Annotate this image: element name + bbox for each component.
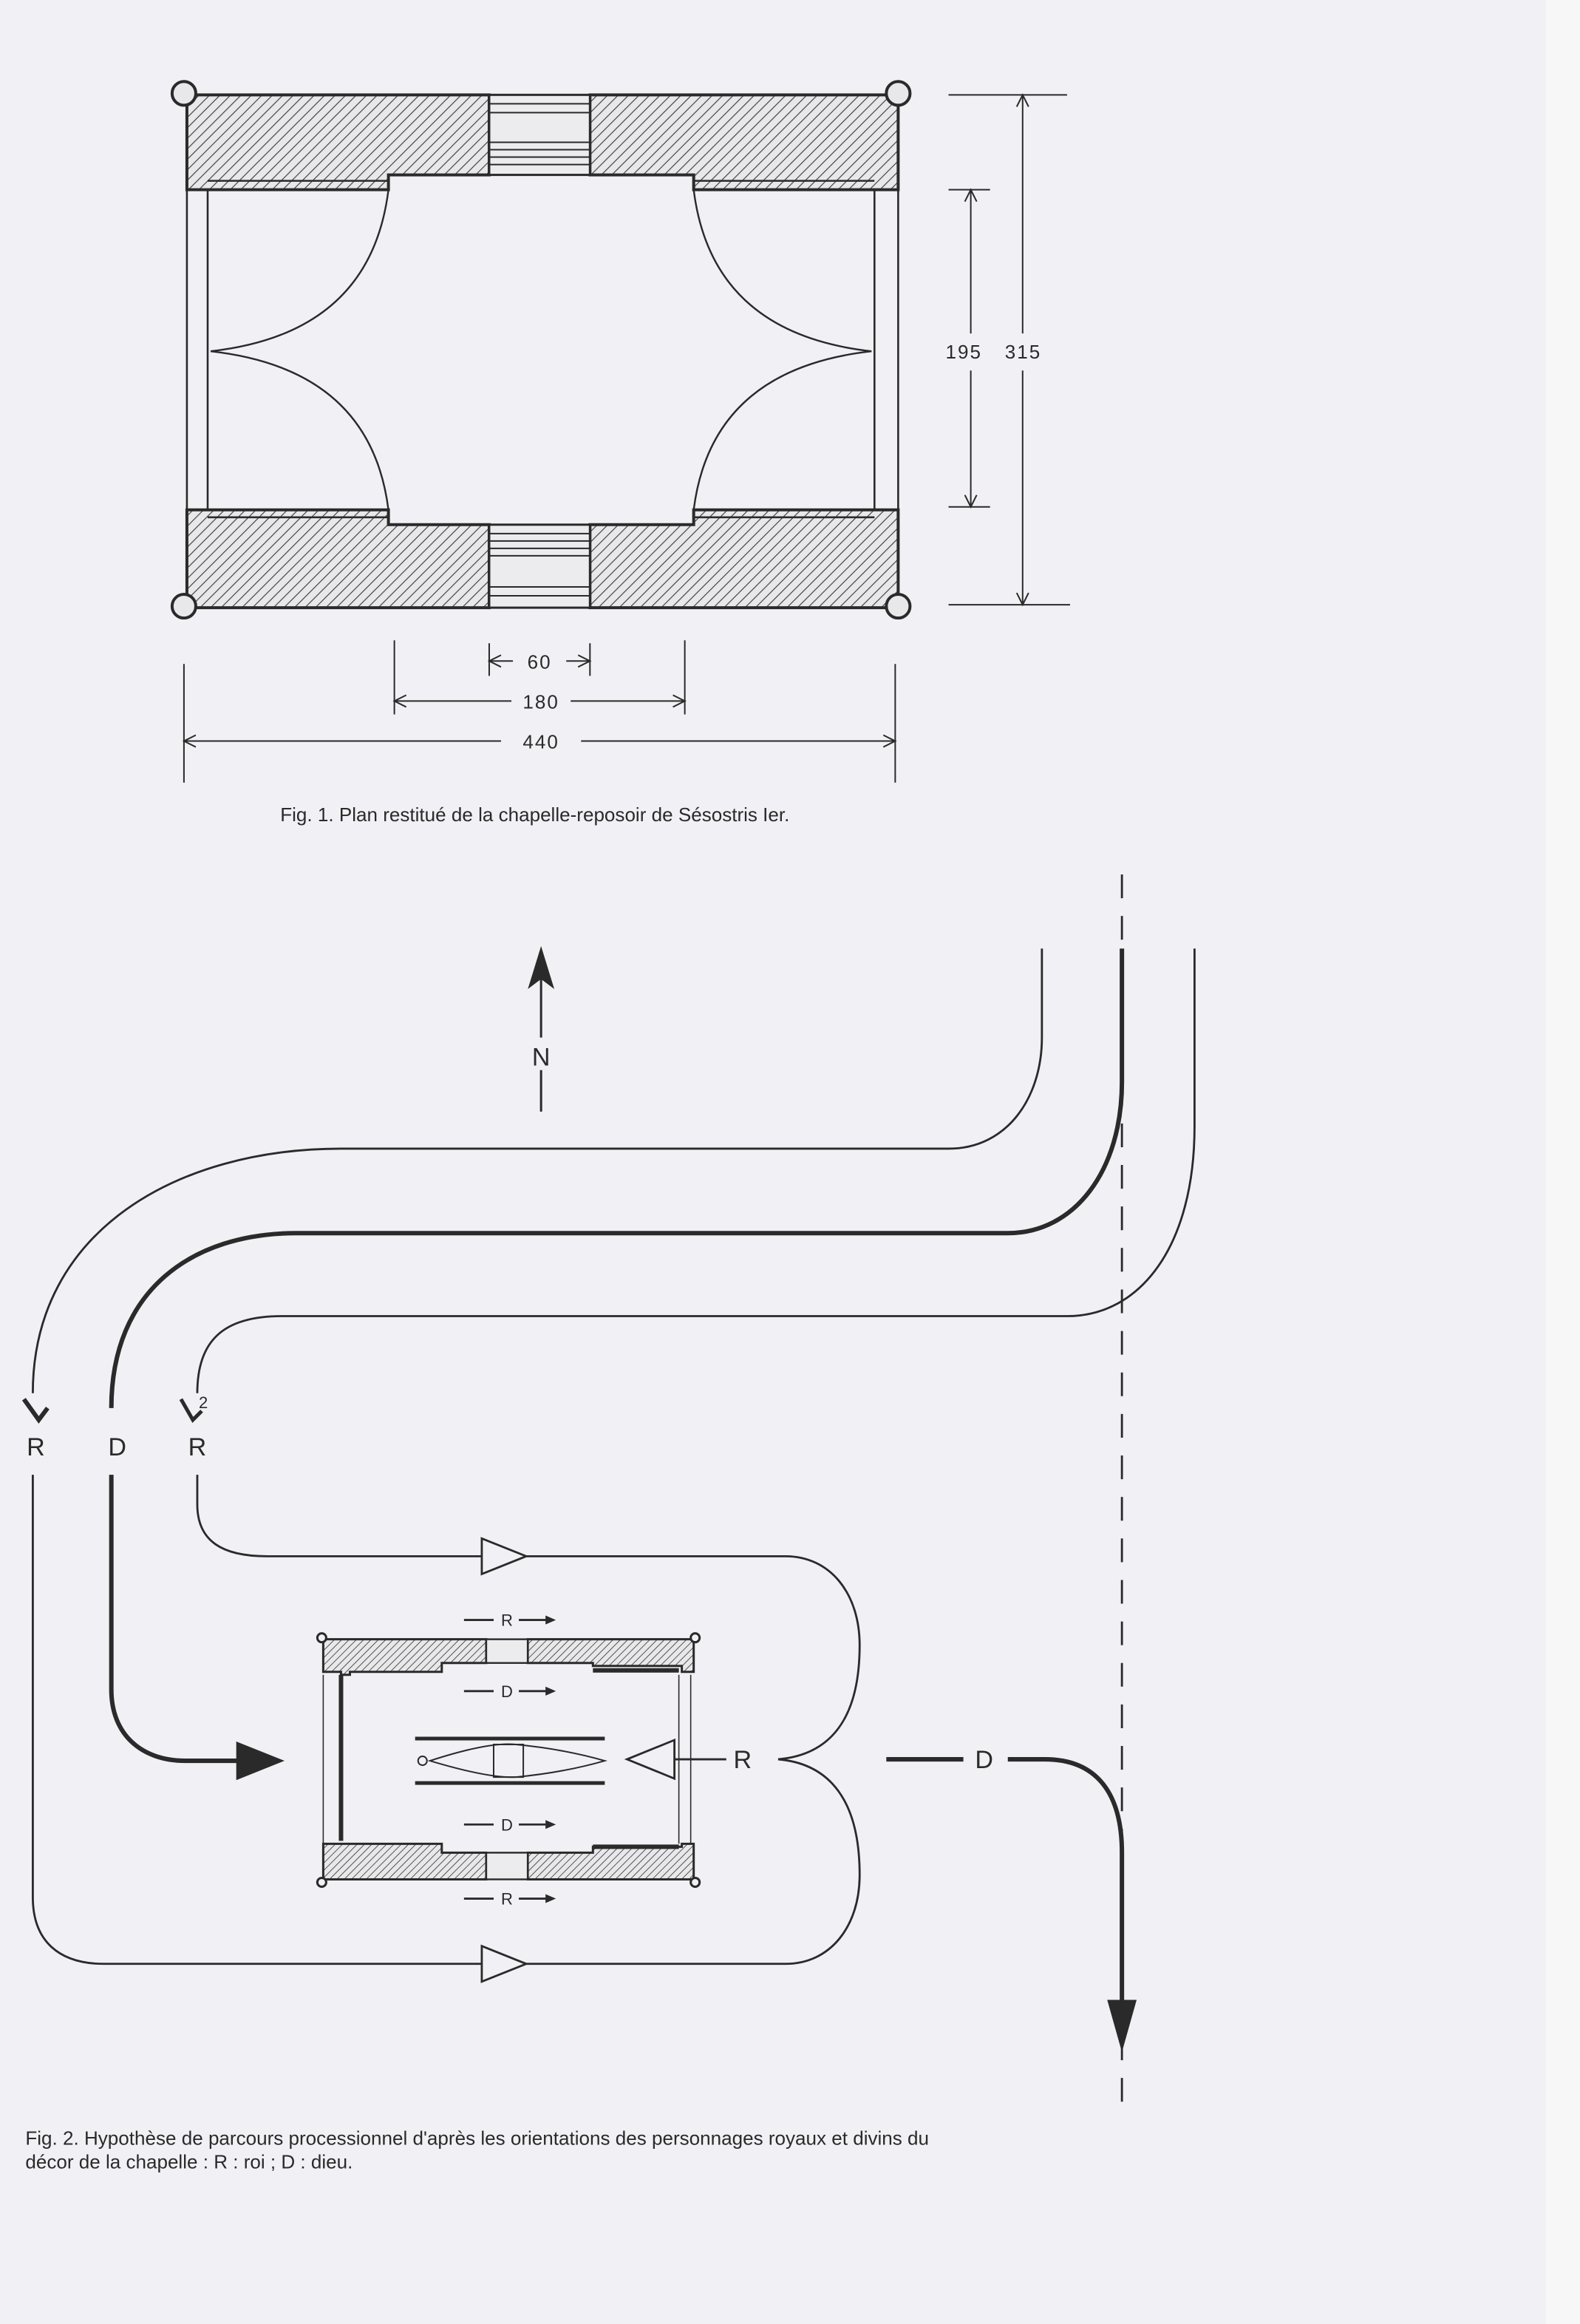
fig1-plan (170, 80, 1070, 783)
chapel-plan-small (316, 1615, 701, 1903)
r-inner-path-top (196, 948, 1196, 1393)
fig2-caption-line1: Fig. 2. Hypothèse de parcours procession… (25, 2127, 929, 2149)
d-path-bottom (109, 1475, 245, 1764)
north-arrow (528, 945, 555, 1112)
label-d-exit: D (975, 1746, 993, 1774)
fig2-caption-line2: décor de la chapelle : R : roi ; D : die… (25, 2150, 353, 2172)
open-triangle-arrow-left-icon (624, 1738, 676, 1781)
label-r-outer: R (27, 1433, 45, 1461)
arrowheads (21, 1398, 1137, 2053)
small-arrow-mark-icon (179, 1398, 203, 1423)
small-arrow-mark-icon (21, 1398, 50, 1424)
dimension-lines (182, 93, 1070, 783)
top-wall (185, 93, 900, 191)
dim-180: 180 (522, 690, 559, 713)
label-d: D (108, 1433, 126, 1461)
north-label: N (532, 1044, 551, 1072)
r-inner-path-bottom (196, 1475, 861, 1761)
filled-arrow-icon (236, 1741, 285, 1781)
dim-60: 60 (528, 650, 552, 673)
dim-315: 315 (1005, 341, 1041, 363)
scan-edge (1546, 0, 1580, 2324)
chapel-label-top-d: D (501, 1682, 513, 1701)
r-outer-path-top (31, 948, 1043, 1393)
chapel-label-bottom-d: D (501, 1815, 513, 1834)
d-exit-path (886, 1757, 1125, 2008)
chapel-label-top-r: R (501, 1611, 513, 1630)
label-r-inner: R (188, 1433, 207, 1461)
open-triangle-arrow-icon (480, 1944, 529, 1983)
fig1-caption: Fig. 1. Plan restitué de la chapelle-rep… (280, 803, 789, 826)
label-r-entry: R (734, 1746, 752, 1774)
open-triangle-arrow-icon (480, 1537, 529, 1576)
corner-columns (170, 80, 912, 620)
barque-icon (415, 1736, 608, 1785)
filled-arrow-down-icon (1107, 1999, 1137, 2053)
dim-440: 440 (522, 731, 559, 753)
d-path-top (109, 948, 1125, 1408)
procession-paths (31, 948, 1196, 2008)
chapel-label-bottom-r: R (501, 1890, 513, 1909)
handwritten-annotation: 2 (199, 1393, 208, 1412)
bottom-wall (185, 508, 900, 610)
door-swing-arcs (210, 189, 872, 510)
side-walls (185, 180, 899, 519)
dim-195: 195 (946, 341, 982, 363)
r-outer-path-bottom (31, 1475, 861, 1965)
